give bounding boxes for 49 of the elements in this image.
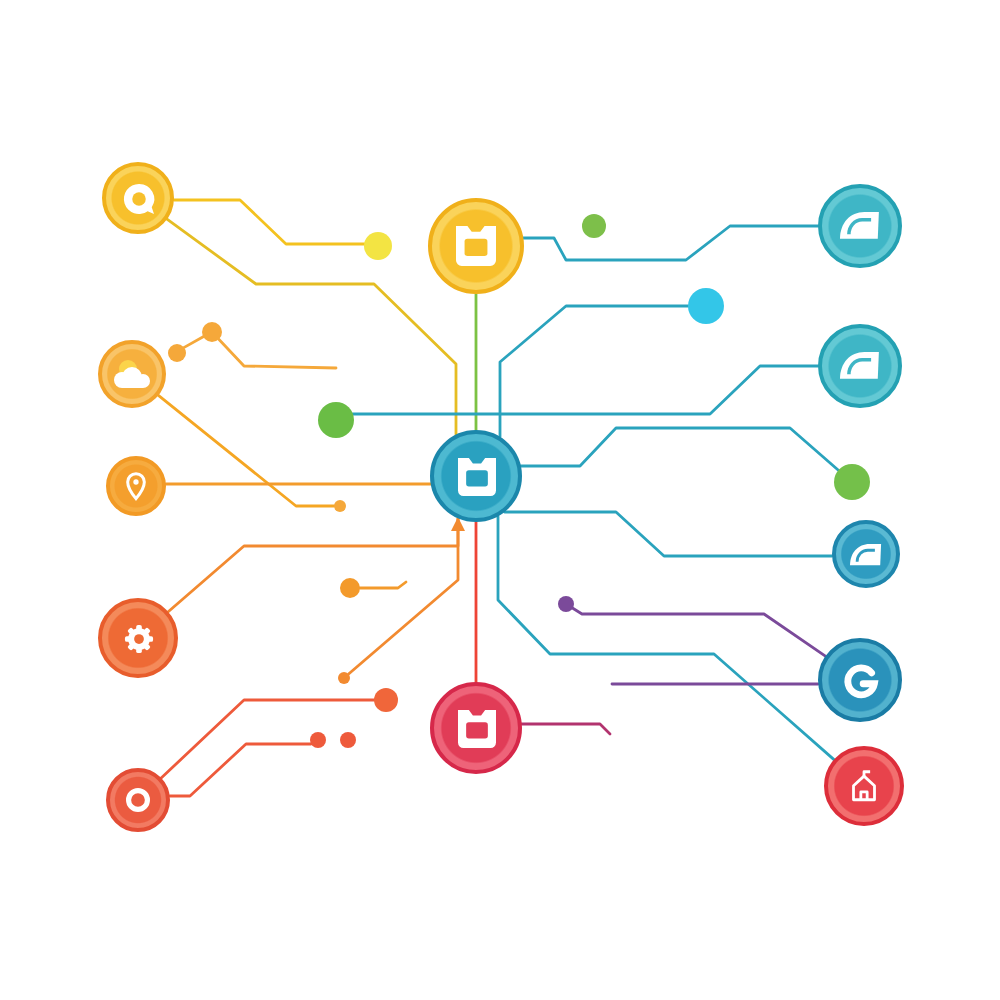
connector-dot <box>340 732 356 748</box>
connector-line <box>519 426 840 472</box>
connector-line <box>522 224 820 262</box>
connector-line <box>159 698 376 780</box>
connector-dot <box>167 343 185 361</box>
connector-line <box>182 335 205 349</box>
connector-dot <box>340 578 360 598</box>
connector-line <box>358 580 408 590</box>
icon-circle <box>430 430 522 522</box>
icon-circle <box>818 638 902 722</box>
icon-circle <box>102 162 174 234</box>
connector-dot <box>558 596 574 612</box>
icon-circle <box>428 198 524 294</box>
connector-dot <box>202 322 222 342</box>
connector-line <box>571 606 827 658</box>
connector-line <box>520 722 612 736</box>
connector-line <box>166 517 465 614</box>
connector-line <box>217 337 338 370</box>
connector-line <box>474 292 478 432</box>
connector-line <box>496 515 836 761</box>
icon-circle <box>818 184 902 268</box>
connector-line <box>165 217 458 436</box>
connector-dot <box>374 688 398 712</box>
icon-circle <box>824 746 904 826</box>
connector-line <box>474 520 478 684</box>
connector-line <box>351 364 820 416</box>
connector-dot <box>318 402 354 438</box>
connector-dot <box>364 232 392 260</box>
icon-circle <box>832 520 900 588</box>
connector-line <box>168 742 313 798</box>
connector-line <box>164 482 433 486</box>
connector-line <box>157 394 336 508</box>
connector-dot <box>334 500 346 512</box>
connector-line <box>610 682 820 686</box>
connector-dot <box>834 464 870 500</box>
connector-line <box>503 510 834 558</box>
icon-circle <box>106 456 166 516</box>
icon-circle <box>818 324 902 408</box>
connector-dot <box>582 214 606 238</box>
connector-dot <box>688 288 724 324</box>
icon-circle <box>430 682 522 774</box>
connector-dot <box>310 732 326 748</box>
connector-dot <box>338 672 350 684</box>
icon-circle <box>106 768 170 832</box>
icon-circle <box>98 598 178 678</box>
icon-circle <box>98 340 166 408</box>
connector-line <box>498 304 690 439</box>
connector-line <box>172 198 366 246</box>
connector-line <box>347 517 460 676</box>
